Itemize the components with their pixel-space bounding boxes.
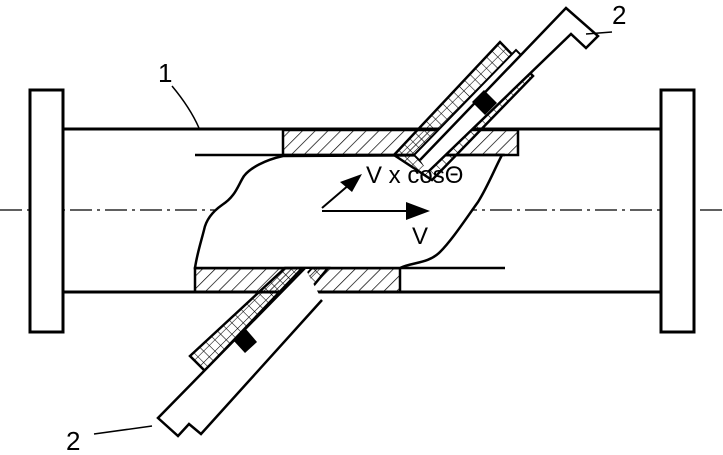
- pipe-label-leader: [172, 86, 199, 128]
- pipe-number-label: 1: [158, 58, 172, 88]
- bottom-transducer-number-label: 2: [66, 426, 80, 455]
- velocity-component-label: V x cosΘ: [366, 162, 463, 189]
- right-flange: [661, 90, 694, 332]
- bottom-label-leader: [94, 426, 152, 434]
- velocity-label: V: [412, 223, 428, 250]
- top-transducer-number-label: 2: [612, 0, 626, 30]
- left-flange: [30, 90, 63, 332]
